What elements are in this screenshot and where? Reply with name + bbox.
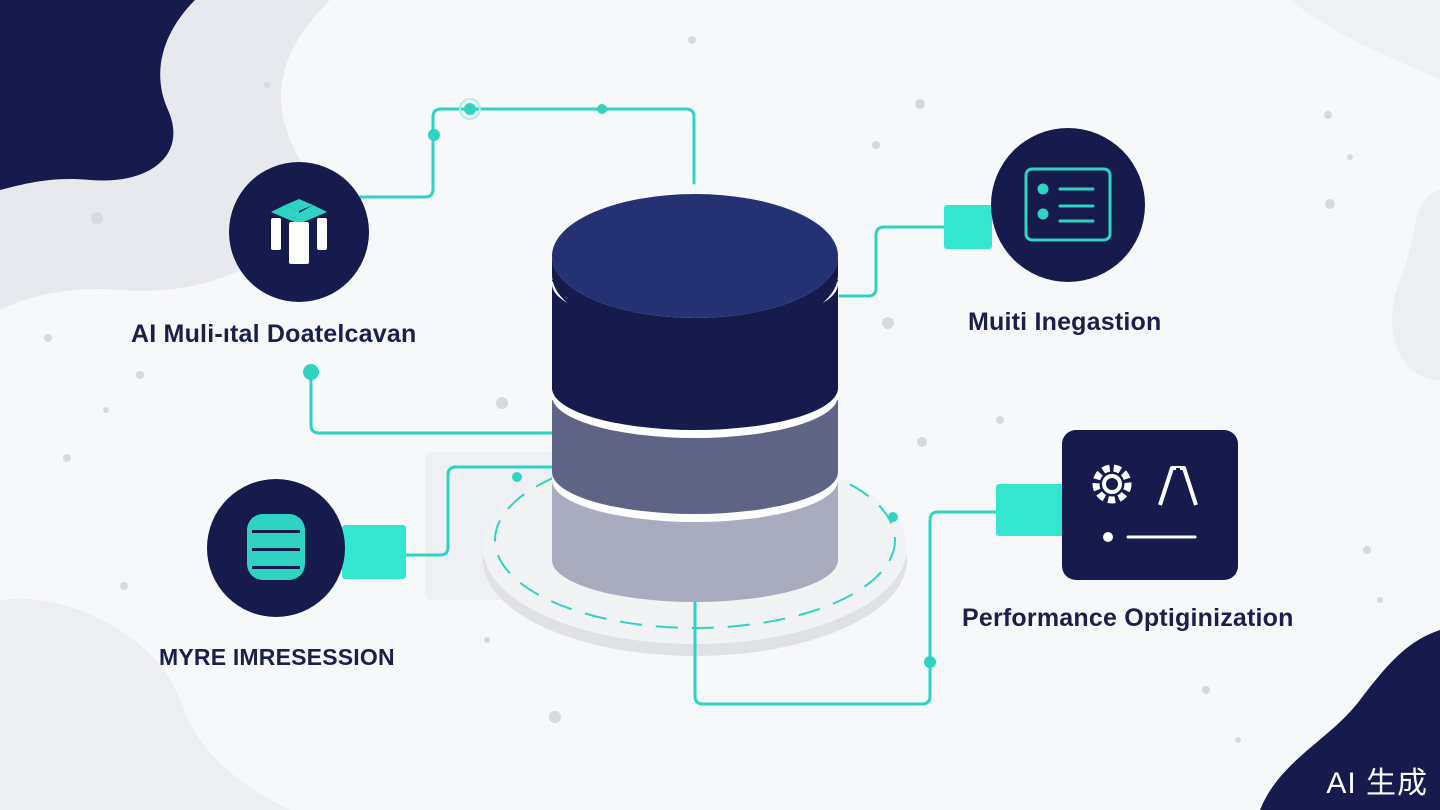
node-label-bottom-left: MYRE IMRESESSION xyxy=(159,644,395,670)
cube-icon xyxy=(271,199,327,264)
connector-left xyxy=(309,370,557,435)
database-icon xyxy=(247,514,305,580)
node-top-left xyxy=(229,162,369,302)
node-bottom-left xyxy=(207,479,406,617)
connectors xyxy=(309,107,998,706)
connector-top xyxy=(358,107,696,199)
connector-bottom-left xyxy=(403,465,554,557)
node-bottom-right xyxy=(996,430,1238,580)
database-cylinder-icon xyxy=(552,194,838,602)
gear-settings-icon xyxy=(1092,464,1198,542)
connector-bottom xyxy=(693,510,998,706)
node-top-right xyxy=(944,128,1145,282)
decorative-dots xyxy=(44,36,1383,743)
watermark: AI 生成 xyxy=(1326,767,1428,800)
node-label-bottom-right: Performance Optiginization xyxy=(962,604,1294,632)
node-label-top-left: AI Muli-ıtal Doatelcavan xyxy=(131,320,417,348)
node-label-top-right: Muiti Inegastion xyxy=(968,308,1162,336)
connector-right-top xyxy=(838,225,946,298)
list-panel-icon xyxy=(1024,167,1112,242)
